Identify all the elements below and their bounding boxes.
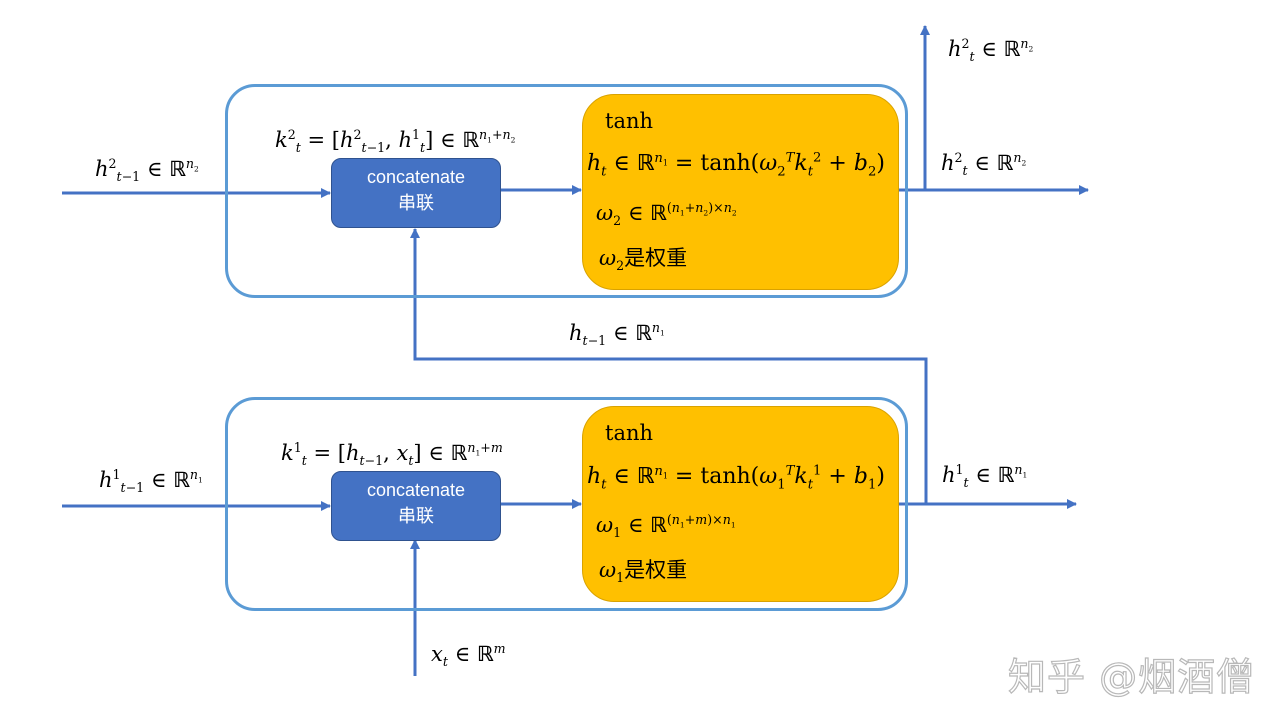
layer1-weight-note: ω1是权重 bbox=[599, 558, 688, 586]
watermark: 知乎 @烟酒僧 bbox=[1007, 654, 1256, 699]
layer2-weight-dim: ω2 ∈ ℝ(n1+n2)×n2 bbox=[596, 200, 737, 229]
layer1-cell bbox=[225, 397, 908, 611]
layer1-concat-label-zh: 串联 bbox=[398, 506, 434, 526]
label-h-prev-feedback: ht−1 ∈ ℝn1 bbox=[569, 320, 665, 349]
layer2-concat-label-zh: 串联 bbox=[398, 193, 434, 213]
arrow-h1-to-layer2 bbox=[410, 228, 928, 504]
layer1-tanh-title: tanh bbox=[605, 421, 654, 445]
layer2-concatenate-box: concatenate 串联 bbox=[331, 158, 501, 228]
label-h2-out: h2t ∈ ℝn2 bbox=[941, 150, 1027, 179]
layer1-tanh-box bbox=[582, 406, 899, 602]
layer1-concatenate-box: concatenate 串联 bbox=[331, 471, 501, 541]
layer1-concat-label: concatenate bbox=[366, 480, 466, 500]
layer2-concat-label: concatenate bbox=[366, 167, 466, 187]
label-h2-up: h2t ∈ ℝn2 bbox=[948, 36, 1034, 65]
layer1-tanh-equation: ht ∈ ℝn1 = tanh(ω1Tkt1 + b1) bbox=[587, 463, 885, 493]
label-h2-prev: h2t−1 ∈ ℝn2 bbox=[95, 156, 199, 185]
layer2-tanh-equation: ht ∈ ℝn1 = tanh(ω2Tkt2 + b2) bbox=[587, 150, 885, 180]
layer2-weight-note: ω2是权重 bbox=[599, 246, 688, 274]
label-xt: xt ∈ ℝm bbox=[431, 641, 506, 670]
layer2-cell bbox=[225, 84, 908, 298]
layer2-tanh-title: tanh bbox=[605, 109, 654, 133]
layer2-tanh-box bbox=[582, 94, 899, 290]
label-h1-out: h1t ∈ ℝn1 bbox=[942, 462, 1028, 491]
label-k2: k2t = [h2t−1, h1t] ∈ ℝn1+n2 bbox=[275, 127, 516, 156]
label-k1: k1t = [ht−1, xt] ∈ ℝn1+m bbox=[281, 440, 503, 469]
layer1-weight-dim: ω1 ∈ ℝ(n1+m)×n1 bbox=[596, 512, 736, 541]
label-h1-prev: h1t−1 ∈ ℝn1 bbox=[99, 467, 203, 496]
